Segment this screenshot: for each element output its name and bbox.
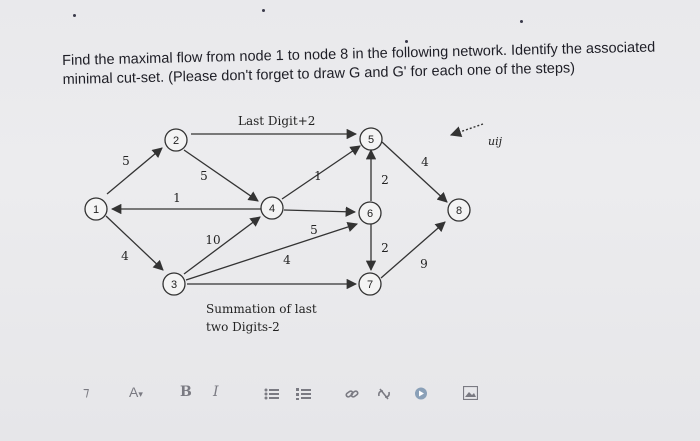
edge-2-4 (183, 149, 259, 202)
background-speck (405, 40, 408, 43)
capacity-1-2: 5 (122, 154, 130, 168)
node-1 (84, 197, 108, 221)
numbered-list-icon[interactable] (296, 387, 312, 401)
edge-4-6 (283, 206, 357, 217)
capacity-3-6: 5 (310, 223, 318, 237)
edge-7-8 (380, 221, 446, 279)
node-5-label: 5 (368, 134, 374, 146)
node-3-label: 3 (171, 279, 177, 291)
node-7 (358, 272, 382, 296)
media-icon[interactable] (413, 386, 429, 401)
chevron-down-icon: ▾ (138, 389, 143, 399)
label-summation-line-2: two Digits-2 (206, 320, 280, 334)
label-last-digit: Last Digit+2 (238, 114, 315, 128)
node-1-label: 1 (93, 204, 99, 216)
capacity-2-4: 5 (200, 169, 208, 183)
image-icon[interactable] (463, 386, 478, 400)
italic-button[interactable]: I (213, 384, 219, 400)
node-6 (358, 201, 382, 225)
legend-arrow (449, 123, 484, 138)
capacity-4-1: 1 (173, 191, 181, 205)
node-2-label: 2 (173, 135, 179, 147)
font-size-button[interactable]: A▾ (129, 384, 143, 400)
node-5 (359, 127, 383, 151)
capacity-6-5: 2 (381, 173, 389, 187)
capacity-6-7: 2 (381, 241, 389, 255)
node-8-label: 8 (456, 205, 462, 217)
capacity-3-4: 10 (205, 233, 220, 247)
edge-1-2 (106, 147, 163, 195)
capacity-7-8: 9 (420, 257, 428, 271)
font-size-label: A (129, 384, 139, 400)
label-summation-line-1: Summation of last (206, 302, 317, 316)
node-8 (447, 198, 471, 222)
format-icon[interactable]: ⁊ (83, 384, 90, 399)
background-speck (520, 20, 523, 23)
node-7-label: 7 (367, 279, 373, 291)
link-icon[interactable] (345, 387, 359, 401)
label-uij: uij (488, 135, 503, 148)
edge-3-4 (183, 216, 261, 275)
node-4-label: 4 (269, 203, 275, 215)
node-3 (162, 272, 186, 296)
unlink-icon[interactable] (377, 387, 391, 401)
node-2 (164, 128, 188, 152)
question-text: Find the maximal flow from node 1 to nod… (62, 38, 693, 90)
bullet-list-icon[interactable] (264, 387, 280, 401)
edge-3-6 (185, 221, 358, 281)
capacity-4-5: 1 (314, 169, 322, 183)
background-speck (73, 14, 76, 17)
capacity-1-3: 4 (121, 249, 129, 263)
capacity-5-8: 4 (421, 155, 429, 169)
edge-1-3 (105, 215, 164, 271)
edge-5-8 (381, 141, 448, 203)
flow-network-diagram: Last Digit+2 Summation of last two Digit… (75, 104, 545, 344)
background-speck (262, 9, 265, 12)
node-4 (260, 196, 284, 220)
node-6-label: 6 (367, 208, 373, 220)
editor-toolbar: ⁊ A▾ B I (0, 376, 700, 412)
edge-4-5 (281, 145, 361, 200)
network-svg: Last Digit+2 Summation of last two Digit… (84, 114, 503, 334)
bold-button[interactable]: B (180, 384, 192, 400)
capacity-3-7: 4 (283, 253, 291, 267)
